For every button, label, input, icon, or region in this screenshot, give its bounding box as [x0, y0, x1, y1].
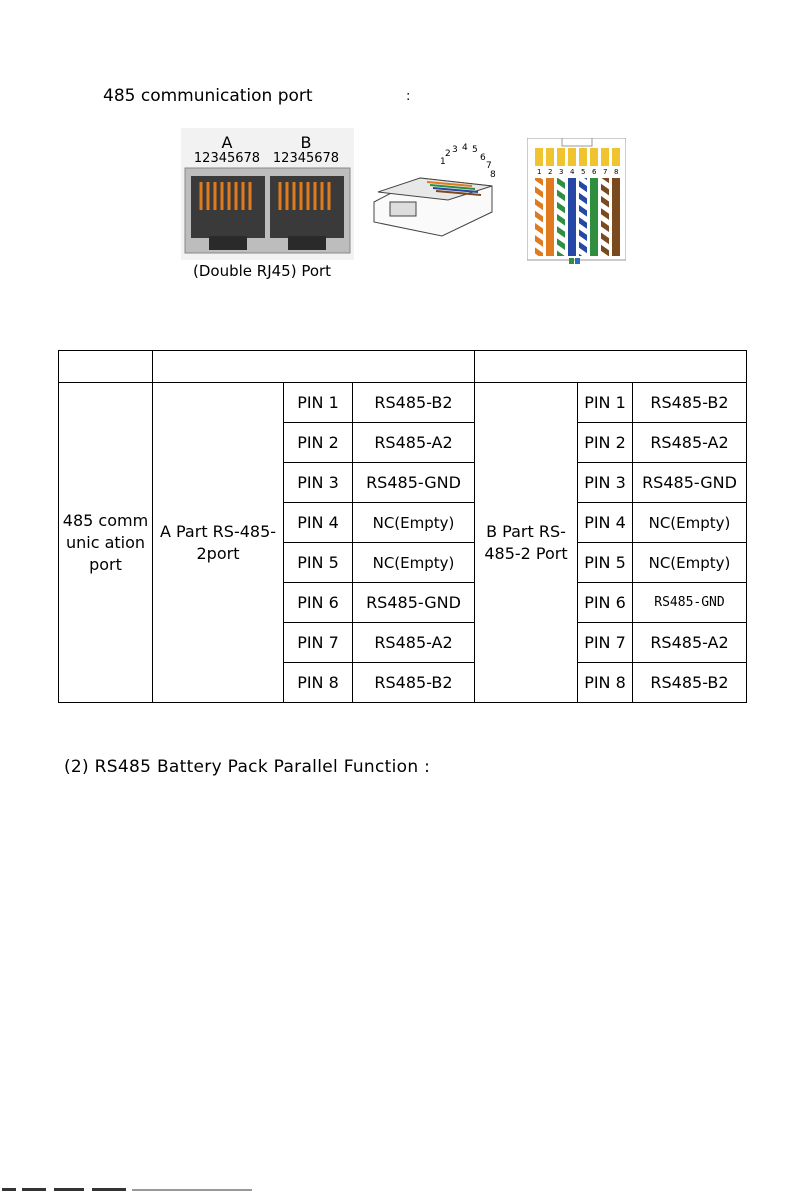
- row-label-cell: 485 communic ation port: [58, 382, 153, 703]
- b-signal-cell: NC(Empty): [632, 502, 747, 543]
- port-b-pin-numbers: 12345678: [273, 151, 339, 166]
- heading-colon: :: [406, 89, 411, 104]
- a-signal-cell: RS485-A2: [352, 422, 475, 463]
- a-signal-cell: NC(Empty): [352, 502, 475, 543]
- header-cell: [58, 350, 153, 383]
- a-pin-cell: PIN 4: [283, 502, 353, 543]
- table-row: PIN 2 RS485-A2 PIN 2 RS485-A2: [59, 422, 747, 463]
- plug-pin-7: 7: [486, 161, 492, 171]
- a-pin-cell: PIN 7: [283, 622, 353, 663]
- plug-pin-2: 2: [445, 149, 451, 159]
- double-rj45-port-image: A B 12345678 12345678: [181, 128, 354, 260]
- section-heading: 485 communication port: [103, 86, 313, 106]
- plug-pin-5: 5: [472, 145, 478, 155]
- a-signal-cell: RS485-GND: [352, 582, 475, 623]
- a-pin-cell: PIN 1: [283, 382, 353, 423]
- table-row: PIN 4 NC(Empty) PIN 4 NC(Empty): [59, 502, 747, 543]
- wire-pin-6: 6: [592, 168, 597, 176]
- b-part-cell: B Part RS-485-2 Port: [474, 382, 578, 703]
- plug-pin-4: 4: [462, 143, 468, 153]
- a-part-cell: A Part RS-485-2port: [152, 382, 284, 703]
- b-signal-cell: RS485-B2: [632, 662, 747, 703]
- b-pin-cell: PIN 6: [577, 582, 633, 623]
- wire-pin-4: 4: [570, 168, 575, 176]
- page-edge-artifact: [2, 1188, 252, 1191]
- b-pin-cell: PIN 4: [577, 502, 633, 543]
- wire-pin-7: 7: [603, 168, 607, 176]
- a-pin-cell: PIN 2: [283, 422, 353, 463]
- b-pin-cell: PIN 8: [577, 662, 633, 703]
- b-pin-cell: PIN 3: [577, 462, 633, 503]
- a-pin-cell: PIN 3: [283, 462, 353, 503]
- wire-pin-3: 3: [559, 168, 563, 176]
- port-a-label: A: [222, 133, 233, 152]
- b-signal-cell: RS485-A2: [632, 622, 747, 663]
- wire-pin-2: 2: [548, 168, 552, 176]
- header-cell: [152, 350, 475, 383]
- a-signal-cell: RS485-B2: [352, 382, 475, 423]
- a-signal-cell: NC(Empty): [352, 542, 475, 583]
- rj45-plug-image: 1 2 3 4 5 6 7 8: [373, 143, 496, 237]
- header-cell: [474, 350, 747, 383]
- table-row: PIN 8 RS485-B2 PIN 8 RS485-B2: [59, 662, 747, 703]
- b-pin-cell: PIN 7: [577, 622, 633, 663]
- plug-pin-6: 6: [480, 153, 486, 163]
- a-signal-cell: RS485-A2: [352, 622, 475, 663]
- b-signal-cell: NC(Empty): [632, 542, 747, 583]
- wiring-color-diagram: 1 2 3 4 5 6 7 8: [527, 138, 626, 264]
- b-signal-cell: RS485-GND: [632, 462, 747, 503]
- b-signal-cell: RS485-B2: [632, 382, 747, 423]
- table-row: PIN 7 RS485-A2 PIN 7 RS485-A2: [59, 622, 747, 663]
- row-label: 485 communic ation port: [62, 510, 149, 574]
- b-pin-cell: PIN 1: [577, 382, 633, 423]
- port-caption: (Double RJ45) Port: [193, 262, 332, 280]
- b-signal-cell: RS485-GND: [632, 582, 747, 623]
- a-pin-cell: PIN 6: [283, 582, 353, 623]
- port-b-label: B: [301, 133, 312, 152]
- table-header-row: [58, 350, 747, 383]
- wire-pin-5: 5: [581, 168, 585, 176]
- table-row: PIN 6 RS485-GND PIN 6 RS485-GND: [59, 582, 747, 623]
- plug-pin-3: 3: [452, 145, 458, 155]
- a-part-label: A Part RS-485-2port: [159, 521, 277, 563]
- b-pin-cell: PIN 5: [577, 542, 633, 583]
- a-pin-cell: PIN 8: [283, 662, 353, 703]
- wire-pin-8: 8: [614, 168, 618, 176]
- table-row: PIN 3 RS485-GND PIN 3 RS485-GND: [59, 462, 747, 503]
- a-signal-cell: RS485-B2: [352, 662, 475, 703]
- a-signal-cell: RS485-GND: [352, 462, 475, 503]
- plug-pin-8: 8: [490, 170, 496, 180]
- wire-pin-1: 1: [537, 168, 541, 176]
- plug-pin-1: 1: [440, 157, 446, 167]
- b-part-label: B Part RS-485-2 Port: [484, 521, 568, 563]
- a-pin-cell: PIN 5: [283, 542, 353, 583]
- port-a-pin-numbers: 12345678: [194, 151, 260, 166]
- b-signal-cell: RS485-A2: [632, 422, 747, 463]
- b-pin-cell: PIN 2: [577, 422, 633, 463]
- section-2-heading: (2) RS485 Battery Pack Parallel Function…: [64, 757, 431, 777]
- table-row: 485 communic ation port A Part RS-485-2p…: [58, 382, 747, 703]
- pin-definition-table: 485 communic ation port A Part RS-485-2p…: [58, 350, 747, 703]
